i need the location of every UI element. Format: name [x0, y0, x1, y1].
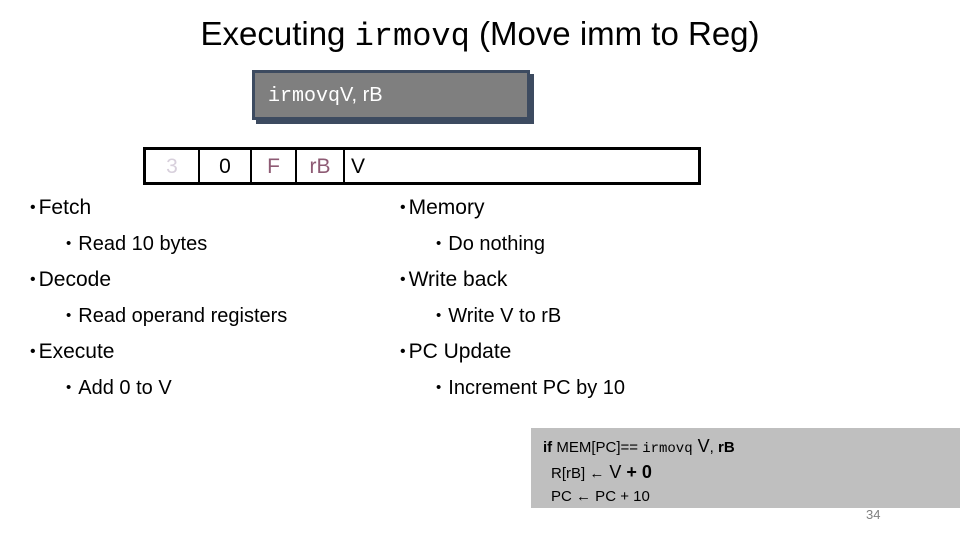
- semantics-reg-value: V: [604, 462, 622, 482]
- semantics-reg-lhs: R[rB]: [551, 465, 590, 482]
- stage-pc-update-detail: Increment PC by 10: [400, 370, 750, 406]
- page-title: Executing irmovq (Move imm to Reg): [0, 14, 960, 57]
- stage-list-right: Memory Do nothing Write back Write V to …: [400, 190, 750, 406]
- stage-fetch: Fetch: [30, 190, 400, 226]
- stage-decode-detail: Read operand registers: [30, 298, 400, 334]
- instruction-mnemonic: irmovq: [268, 84, 341, 108]
- stage-decode: Decode: [30, 262, 400, 298]
- stage-fetch-detail: Read 10 bytes: [30, 226, 400, 262]
- semantics-pc-lhs: PC: [551, 488, 577, 505]
- encoding-cell-ra: F: [252, 150, 297, 182]
- stage-pc-update: PC Update: [400, 334, 750, 370]
- stage-writeback: Write back: [400, 262, 750, 298]
- left-arrow-icon-2: ←: [576, 488, 592, 505]
- instruction-operands: V, rB: [340, 83, 383, 106]
- semantics-mnemonic: irmovq: [642, 441, 693, 457]
- stage-list-left: Fetch Read 10 bytes Decode Read operand …: [30, 190, 400, 406]
- semantics-comma: ,: [709, 439, 718, 456]
- title-suffix: (Move imm to Reg): [469, 15, 760, 52]
- left-arrow-icon: ←: [589, 465, 605, 482]
- stage-execute-detail: Add 0 to V: [30, 370, 400, 406]
- semantics-if-keyword: if: [543, 439, 553, 456]
- stage-memory-detail: Do nothing: [400, 226, 750, 262]
- encoding-cell-value: V: [351, 154, 366, 178]
- semantics-line-regwrite: R[rB] ← V + 0: [543, 461, 960, 485]
- page-number: 34: [866, 507, 881, 522]
- stage-memory: Memory: [400, 190, 750, 226]
- encoding-cell-icode: 3: [146, 150, 200, 182]
- title-prefix: Executing: [200, 15, 355, 52]
- semantics-operand-v: V: [692, 436, 710, 456]
- encoding-cell-ifun: 0: [200, 150, 252, 182]
- title-mnemonic: irmovq: [354, 18, 470, 55]
- semantics-line-condition: if MEM[PC]== irmovq V, rB: [543, 435, 960, 461]
- semantics-line-pcupdate: PC ← PC + 10: [543, 485, 960, 508]
- instruction-callout-box: irmovqV, rB: [252, 70, 530, 120]
- instruction-callout-text: irmovqV, rB: [255, 83, 383, 108]
- semantics-pc-rhs: PC + 10: [591, 488, 650, 505]
- stage-execute: Execute: [30, 334, 400, 370]
- semantics-reg-offset: + 0: [621, 462, 652, 482]
- semantics-operand-rb: rB: [717, 439, 735, 456]
- semantics-mem-expr: MEM[PC]==: [552, 439, 643, 456]
- instruction-encoding-table: 3 0 F rB V: [143, 147, 701, 185]
- stage-writeback-detail: Write V to rB: [400, 298, 750, 334]
- semantics-box: if MEM[PC]== irmovq V, rB R[rB] ← V + 0 …: [531, 428, 960, 508]
- encoding-cell-rb: rB: [297, 150, 345, 182]
